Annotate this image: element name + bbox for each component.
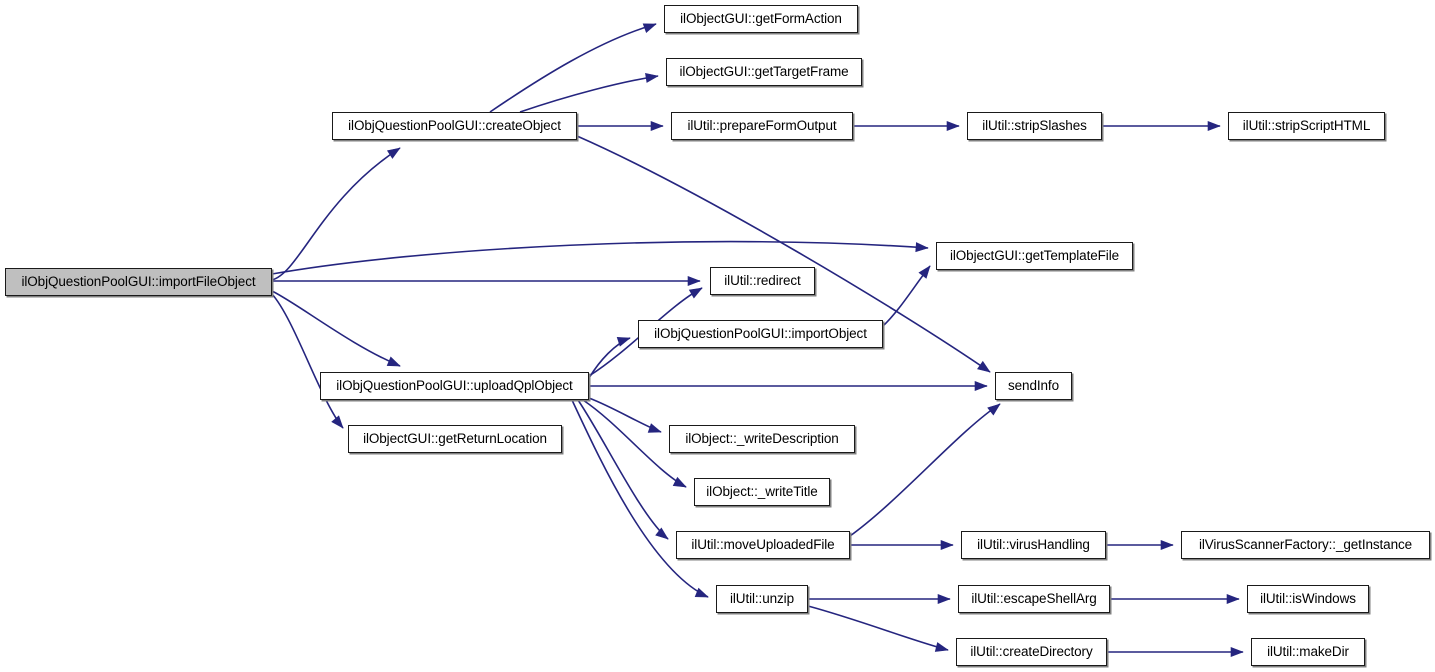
arrowhead-icon <box>977 360 991 373</box>
arrowhead-icon <box>616 337 631 347</box>
graph-node-label: ilObject::_writeDescription <box>685 431 839 447</box>
edge-moveUploadedFile-to-sendInfo <box>849 403 1001 537</box>
edge-importFileObject-to-getReturnLocation <box>271 293 344 429</box>
graph-node-label: ilUtil::moveUploadedFile <box>691 537 835 553</box>
graph-node-createDirectory[interactable]: ilUtil::createDirectory <box>956 638 1107 666</box>
arrowhead-icon <box>987 403 1001 416</box>
edge-uploadQplObject-to-unzip <box>571 399 709 598</box>
graph-node-prepareFormOutput[interactable]: ilUtil::prepareFormOutput <box>671 112 853 140</box>
graph-node-unzip[interactable]: ilUtil::unzip <box>716 585 808 613</box>
graph-node-label: ilObjQuestionPoolGUI::uploadQplObject <box>336 378 573 394</box>
edge-createObject-to-sendInfo <box>576 135 991 373</box>
arrowhead-icon <box>386 356 401 367</box>
graph-node-getTemplateFile[interactable]: ilObjectGUI::getTemplateFile <box>936 242 1133 270</box>
arrowhead-icon <box>940 539 954 551</box>
edge-uploadQplObject-to-writeTitle <box>582 399 687 488</box>
edge-createObject-to-getFormAction <box>489 23 657 113</box>
graph-node-label: ilObjQuestionPoolGUI::createObject <box>348 118 561 134</box>
graph-node-label: ilObjectGUI::getReturnLocation <box>363 431 547 447</box>
graph-node-label: ilObjectGUI::getTargetFrame <box>679 64 849 80</box>
arrowhead-icon <box>934 642 949 652</box>
graph-node-createObject[interactable]: ilObjQuestionPoolGUI::createObject <box>332 112 577 140</box>
graph-node-label: ilObjQuestionPoolGUI::importFileObject <box>21 274 256 290</box>
arrowhead-icon <box>1207 120 1221 132</box>
arrowhead-icon <box>687 275 701 287</box>
arrowhead-icon <box>650 120 664 132</box>
graph-node-virusHandling[interactable]: ilUtil::virusHandling <box>961 531 1106 559</box>
graph-node-stripSlashes[interactable]: ilUtil::stripSlashes <box>967 112 1102 140</box>
graph-node-sendInfo[interactable]: sendInfo <box>995 372 1072 400</box>
arrowhead-icon <box>647 423 662 433</box>
arrowhead-icon <box>1160 539 1174 551</box>
graph-node-label: ilUtil::escapeShellArg <box>971 591 1097 607</box>
graph-node-label: ilUtil::virusHandling <box>977 537 1090 553</box>
graph-node-label: ilObjQuestionPoolGUI::importObject <box>654 326 867 342</box>
arrowhead-icon <box>694 587 709 598</box>
edge-uploadQplObject-to-moveUploadedFile <box>577 399 669 540</box>
arrowhead-icon <box>642 23 657 33</box>
graph-node-label: ilUtil::makeDir <box>1267 644 1349 660</box>
graph-node-label: ilVirusScannerFactory::_getInstance <box>1198 537 1413 553</box>
arrowhead-icon <box>655 527 669 540</box>
graph-node-label: ilUtil::redirect <box>724 273 801 289</box>
graph-node-label: sendInfo <box>1008 378 1059 394</box>
graph-node-writeTitle[interactable]: ilObject::_writeTitle <box>694 478 830 506</box>
edge-importFileObject-to-uploadQplObject <box>271 290 401 367</box>
arrowhead-icon <box>688 287 703 299</box>
graph-node-moveUploadedFile[interactable]: ilUtil::moveUploadedFile <box>676 531 850 559</box>
graph-node-label: ilUtil::isWindows <box>1260 591 1356 607</box>
edge-importFileObject-to-createObject <box>271 147 401 281</box>
arrowhead-icon <box>915 242 929 253</box>
graph-node-escapeShellArg[interactable]: ilUtil::escapeShellArg <box>958 585 1110 613</box>
arrowhead-icon <box>946 120 960 132</box>
arrowhead-icon <box>937 593 951 605</box>
graph-node-getFormAction[interactable]: ilObjectGUI::getFormAction <box>664 5 858 33</box>
edge-unzip-to-createDirectory <box>807 605 949 651</box>
graph-node-label: ilObjectGUI::getFormAction <box>680 11 842 27</box>
graph-node-label: ilUtil::createDirectory <box>970 644 1093 660</box>
graph-node-makeDir[interactable]: ilUtil::makeDir <box>1251 638 1365 666</box>
graph-node-label: ilUtil::stripSlashes <box>982 118 1087 134</box>
graph-node-uploadQplObject[interactable]: ilObjQuestionPoolGUI::uploadQplObject <box>320 372 589 400</box>
graph-node-label: ilUtil::unzip <box>730 591 794 607</box>
arrowhead-icon <box>1226 593 1240 605</box>
arrowhead-icon <box>331 415 344 429</box>
graph-node-label: ilObjectGUI::getTemplateFile <box>949 248 1119 264</box>
graph-node-importObject[interactable]: ilObjQuestionPoolGUI::importObject <box>638 320 883 348</box>
graph-node-label: ilUtil::stripScriptHTML <box>1242 118 1371 134</box>
arrowhead-icon <box>974 380 988 392</box>
edge-importFileObject-to-getTemplateFile <box>271 240 929 275</box>
arrowhead-icon <box>1230 646 1244 658</box>
arrowhead-icon <box>918 265 931 279</box>
graph-node-writeDescription[interactable]: ilObject::_writeDescription <box>669 425 855 453</box>
arrowhead-icon <box>386 147 401 159</box>
graph-node-importFileObject[interactable]: ilObjQuestionPoolGUI::importFileObject <box>5 268 272 296</box>
graph-node-label: ilUtil::prepareFormOutput <box>687 118 837 134</box>
graph-node-isWindows[interactable]: ilUtil::isWindows <box>1247 585 1369 613</box>
graph-node-stripScriptHTML[interactable]: ilUtil::stripScriptHTML <box>1228 112 1385 140</box>
edge-createObject-to-getTargetFrame <box>519 75 659 113</box>
graph-node-redirect[interactable]: ilUtil::redirect <box>710 267 815 295</box>
graph-node-getInstance[interactable]: ilVirusScannerFactory::_getInstance <box>1181 531 1430 559</box>
arrowhead-icon <box>672 476 687 488</box>
arrowhead-icon <box>645 72 659 83</box>
graph-node-getReturnLocation[interactable]: ilObjectGUI::getReturnLocation <box>348 425 562 453</box>
graph-node-getTargetFrame[interactable]: ilObjectGUI::getTargetFrame <box>666 58 862 86</box>
graph-node-label: ilObject::_writeTitle <box>706 484 818 500</box>
